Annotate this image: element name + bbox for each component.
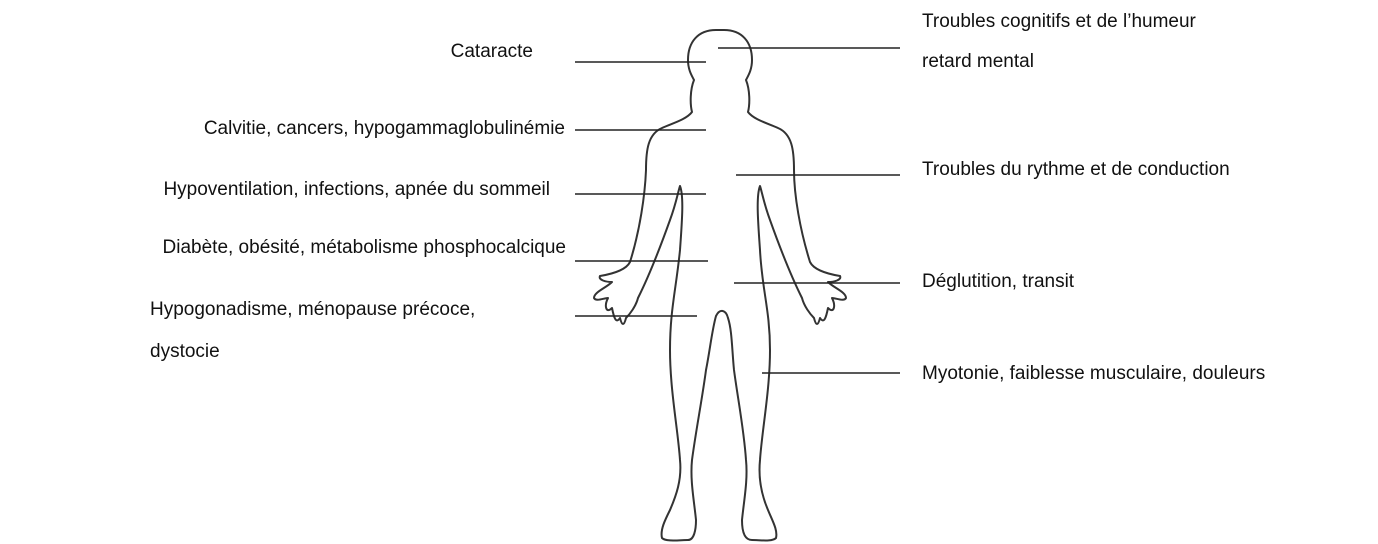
label-diabete: Diabète, obésité, métabolisme phosphocal… [0,233,566,263]
label-hypogonadisme-line1: Hypogonadisme, ménopause précoce, [150,295,475,325]
label-hypogonadisme-line2: dystocie [150,337,220,367]
label-deglutition: Déglutition, transit [922,267,1074,297]
label-hypoventilation: Hypoventilation, infections, apnée du so… [0,175,550,205]
label-troubles-cognitifs-line2: retard mental [922,47,1034,77]
label-cataracte: Cataracte [420,37,533,67]
body-silhouette [594,30,846,541]
label-calvitie-cancers: Calvitie, cancers, hypogammaglobulinémie [60,114,565,144]
label-troubles-rythme: Troubles du rythme et de conduction [922,155,1230,185]
label-troubles-cognitifs-line1: Troubles cognitifs et de l’humeur [922,7,1196,37]
label-myotonie: Myotonie, faiblesse musculaire, douleurs [922,359,1265,389]
